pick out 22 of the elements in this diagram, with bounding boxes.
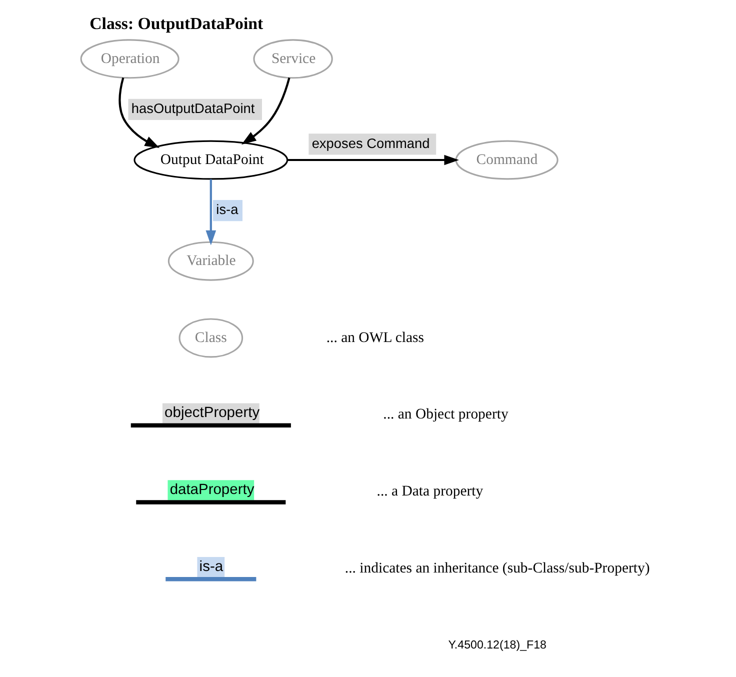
node-ellipse: Command bbox=[455, 140, 558, 180]
node-ellipse: Variable bbox=[168, 241, 254, 281]
label: is-a bbox=[199, 558, 224, 575]
legend-label: ... an OWL class bbox=[326, 330, 424, 346]
arrow bbox=[206, 179, 216, 246]
label: objectProperty bbox=[164, 405, 260, 422]
diagram-title: Class: OutputDataPoint bbox=[90, 14, 264, 34]
arrow bbox=[118, 77, 160, 148]
label: Class bbox=[194, 330, 227, 346]
legend-label: ... an Object property bbox=[383, 406, 508, 423]
node-ellipse: Service bbox=[253, 39, 333, 79]
label: dataProperty bbox=[170, 482, 254, 498]
node-ellipse: Output DataPoint bbox=[134, 140, 288, 180]
edge-label: exposes Command bbox=[312, 136, 430, 151]
legend-label: ... a Data property bbox=[376, 484, 484, 500]
arrow bbox=[241, 78, 290, 145]
node-ellipse: Operation bbox=[80, 39, 180, 79]
edge-label: hasOutputDataPoint bbox=[131, 101, 255, 116]
edge-label: is-a bbox=[216, 202, 238, 218]
legend-label: ... indicates an inheritance (sub-Class/sub-Property) bbox=[344, 560, 650, 576]
label: Y.4500.12(18)_F18 bbox=[448, 639, 546, 652]
arrow bbox=[288, 154, 459, 166]
